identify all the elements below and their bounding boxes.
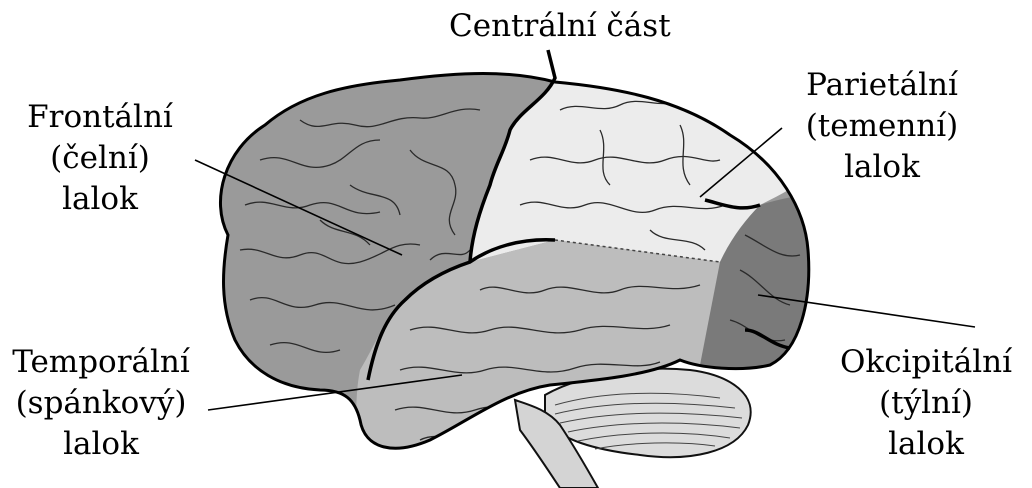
temporal-lobe-label: Temporální (spánkový) lalok xyxy=(0,342,202,465)
parietal-lobe-label: Parietální (temenní) lalok xyxy=(782,65,982,188)
frontal-lobe-label: Frontální (čelní) lalok xyxy=(10,97,190,220)
occipital-lobe-label: Okcipitální (týlní) lalok xyxy=(822,342,1030,465)
central-part-label: Centrální část xyxy=(449,6,669,47)
